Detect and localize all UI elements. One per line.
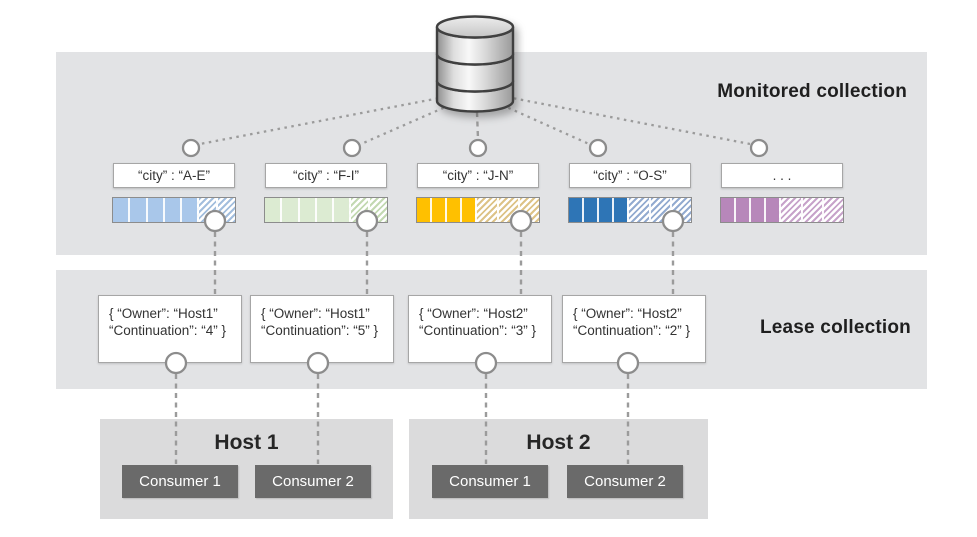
partition-bar [112,197,236,223]
partition-cell-hatched [669,198,692,222]
partition-bar [264,197,388,223]
partition-key-range-label: “city” : “F-I” [265,163,387,188]
lease-document-line2: “Continuation”: “3” } [419,323,537,338]
host-title: Host 1 [214,431,279,454]
partition-cell-solid [721,198,735,222]
partition-cell-solid [749,198,765,222]
partition-cell-solid [180,198,198,222]
partition-cell-hatched [627,198,649,222]
partition-cell-solid [417,198,431,222]
host-title: Host 2 [526,431,591,454]
lease-document: { “Owner”: “Host2” “Continuation”: “2” } [562,295,706,363]
partition-cell-solid [113,198,129,222]
partition-key-range-label: “city” : “J-N” [417,163,539,188]
host-panel: Host 2 Consumer 1 Consumer 2 [409,419,708,519]
partition-cell-hatched [475,198,497,222]
partition-cell-solid [265,198,281,222]
partition-cell-solid [612,198,628,222]
partition-cell-solid [430,198,446,222]
partition-cell-solid [332,198,350,222]
consumer-box: Consumer 2 [255,465,371,498]
lease-document-line1: { “Owner”: “Host2” [573,306,682,321]
partition-cell-solid [460,198,476,222]
consumer-box: Consumer 1 [122,465,238,498]
partition-cell-hatched [779,198,801,222]
consumer-box: Consumer 2 [567,465,683,498]
partition-cell-hatched [216,198,236,222]
lease-document: { “Owner”: “Host1” “Continuation”: “5” } [250,295,394,363]
lease-document-line1: { “Owner”: “Host1” [109,306,218,321]
monitored-collection-label: Monitored collection [717,81,907,102]
lease-document: { “Owner”: “Host2” “Continuation”: “3” } [408,295,552,363]
partition-cell-hatched [517,198,540,222]
partition-cell-solid [145,198,163,222]
partition-cell-hatched [368,198,388,222]
host-panel: Host 1 Consumer 1 Consumer 2 [100,419,393,519]
partition-cell-hatched [821,198,844,222]
lease-document-line2: “Continuation”: “4” } [109,323,227,338]
database-icon [435,15,515,113]
partition-key-range-label: . . . [721,163,843,188]
lease-collection-label: Lease collection [759,317,911,338]
partition-cell-solid [582,198,598,222]
partition-cell-solid [734,198,750,222]
partition-cell-solid [162,198,181,222]
lease-document-line2: “Continuation”: “2” } [573,323,691,338]
partition-cell-hatched [648,198,670,222]
partition-cell-hatched [197,198,217,222]
partition-cell-solid [128,198,146,222]
consumer-box: Consumer 1 [432,465,548,498]
partition-cell-solid [764,198,780,222]
partition-cell-solid [297,198,315,222]
partition-key-range-label: “city” : “O-S” [569,163,691,188]
partition-bar [568,197,692,223]
partition-cell-hatched [496,198,518,222]
partition-cell-solid [569,198,583,222]
lease-document-line1: { “Owner”: “Host1” [261,306,370,321]
partition-bar [720,197,844,223]
partition-cell-hatched [800,198,822,222]
lease-document-line1: { “Owner”: “Host2” [419,306,528,321]
partition-cell-hatched [349,198,369,222]
lease-document: { “Owner”: “Host1” “Continuation”: “4” } [98,295,242,363]
partition-bar [416,197,540,223]
partition-cell-solid [597,198,613,222]
partition-cell-solid [445,198,461,222]
partition-cell-solid [314,198,333,222]
lease-document-line2: “Continuation”: “5” } [261,323,379,338]
partition-key-range-label: “city” : “A-E” [113,163,235,188]
partition-cell-solid [280,198,298,222]
